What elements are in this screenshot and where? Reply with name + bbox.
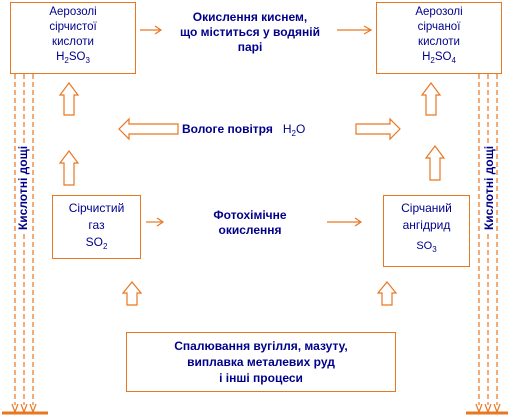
photochem-label: Фотохімічне окислення [180, 208, 320, 238]
rain-head-right-1 [475, 403, 483, 414]
rain-head-right-3 [493, 403, 501, 414]
humid-air-label: Вологе повітря H2O [182, 122, 352, 138]
oxidation-line2: що міститься у водяній [179, 25, 320, 39]
sources-line2: виплавка металевих руд [187, 355, 335, 369]
sulfuric-line1: Аерозолі [415, 6, 463, 18]
acid-rain-left-label: Кислотні дощі [16, 143, 30, 233]
sulfur-gas-line1: Сірчистий [68, 201, 125, 215]
arrow-to-anhydride-head [354, 217, 363, 227]
acid-rain-right-label: Кислотні дощі [482, 143, 496, 233]
up-arrow-right-top [420, 82, 442, 116]
sulfurous-line2: сірчистої [49, 21, 97, 33]
arrow-to-photochem-head [156, 217, 165, 227]
arrow-to-sulfuric-head [363, 25, 373, 35]
up-arrow-left-bottom [121, 281, 143, 306]
box-sulfuric-aerosols: Аерозолі сірчаної кислоти H2SO4 [376, 2, 502, 74]
sulfurous-line3: кислоти [52, 36, 94, 48]
sulfuric-line3: кислоти [418, 36, 460, 48]
rain-head-left-2 [20, 403, 28, 414]
humid-air-text: Вологе повітря [182, 122, 273, 136]
oxidation-line1: Окислення киснем, [192, 10, 308, 24]
oxidation-label: Окислення киснем, що міститься у водяній… [164, 10, 336, 55]
rain-head-left-3 [29, 403, 37, 414]
sources-line1: Спалювання вугілля, мазуту, [174, 339, 348, 353]
rain-head-right-2 [484, 403, 492, 414]
sulfur-gas-formula: SO2 [85, 235, 108, 252]
anhydride-formula: SO3 [416, 240, 437, 254]
humid-air-formula: H2O [282, 122, 306, 138]
rain-head-left-1 [11, 403, 19, 414]
humid-arrow-left [118, 117, 179, 141]
photochem-line2: окислення [218, 223, 282, 237]
arrow-to-oxidation-head [154, 25, 163, 35]
up-arrow-left-mid [58, 150, 80, 186]
photochem-line1: Фотохімічне [213, 208, 287, 222]
sulfuric-formula: H2SO4 [422, 51, 456, 65]
sources-line3: і інші процеси [219, 371, 303, 385]
anhydride-line2: ангідрид [402, 218, 451, 232]
sulfuric-line2: сірчаної [417, 21, 461, 33]
oxidation-line3: парі [237, 40, 263, 54]
box-sources: Спалювання вугілля, мазуту, виплавка мет… [126, 332, 396, 392]
up-arrow-left-top [58, 82, 80, 116]
sulfurous-line1: Аерозолі [49, 6, 97, 18]
sulfur-gas-line2: газ [88, 218, 105, 232]
humid-arrow-right [355, 117, 401, 141]
box-sulfuric-anhydride: Сірчаний ангідрид SO3 [383, 195, 470, 267]
anhydride-line1: Сірчаний [401, 201, 452, 215]
up-arrow-right-mid [424, 145, 446, 181]
box-sulfur-gas: Сірчистий газ SO2 [52, 195, 141, 259]
up-arrow-right-bottom [376, 281, 398, 306]
box-sulfurous-aerosols: Аерозолі сірчистої кислоти H2SO3 [10, 2, 136, 74]
sulfurous-formula: H2SO3 [56, 51, 90, 65]
